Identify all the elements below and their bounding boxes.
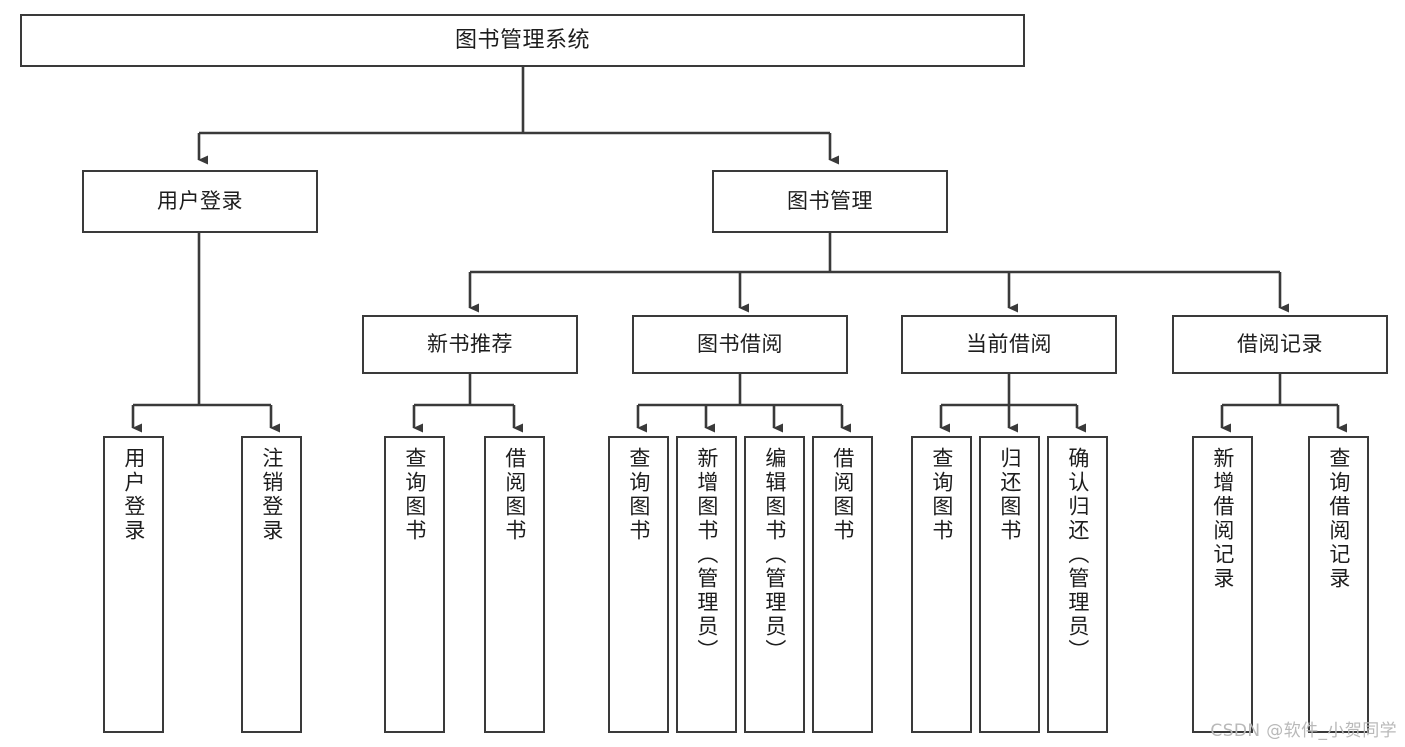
node-label: 查询图书 [929, 447, 954, 543]
node-label: 查询借阅记录 [1326, 447, 1351, 591]
leaf-recommend-query-book[interactable]: 查询图书 [384, 436, 445, 733]
node-label: 注销登录 [259, 447, 284, 543]
node-root-book-management-system[interactable]: 图书管理系统 [20, 14, 1025, 67]
node-label: 图书管理系统 [454, 27, 590, 53]
leaf-user-login-login[interactable]: 用户登录 [103, 436, 164, 733]
node-label: 图书借阅 [697, 332, 783, 357]
node-label: 归还图书 [997, 447, 1022, 543]
node-label: 新增借阅记录 [1210, 447, 1235, 591]
node-label: 图书管理 [787, 189, 873, 214]
node-label: 当前借阅 [966, 332, 1052, 357]
node-label: 借阅图书 [830, 447, 855, 543]
leaf-borrow-borrow-book[interactable]: 借阅图书 [812, 436, 873, 733]
csdn-watermark: CSDN @软件_小贺同学 [1210, 721, 1397, 741]
leaf-record-add-record[interactable]: 新增借阅记录 [1192, 436, 1253, 733]
node-label: 确认归还（管理员） [1065, 447, 1090, 663]
node-book-borrow[interactable]: 图书借阅 [632, 315, 848, 374]
node-label: 新增图书（管理员） [694, 447, 719, 663]
node-label: 借阅记录 [1237, 332, 1323, 357]
leaf-borrow-query-book[interactable]: 查询图书 [608, 436, 669, 733]
node-user-login[interactable]: 用户登录 [82, 170, 318, 233]
node-current-borrow[interactable]: 当前借阅 [901, 315, 1117, 374]
leaf-current-confirm-return-admin[interactable]: 确认归还（管理员） [1047, 436, 1108, 733]
leaf-current-return-book[interactable]: 归还图书 [979, 436, 1040, 733]
leaf-record-query-record[interactable]: 查询借阅记录 [1308, 436, 1369, 733]
node-label: 查询图书 [402, 447, 427, 543]
node-label: 新书推荐 [427, 332, 513, 357]
node-label: 编辑图书（管理员） [762, 447, 787, 663]
leaf-user-login-logout[interactable]: 注销登录 [241, 436, 302, 733]
leaf-borrow-add-book-admin[interactable]: 新增图书（管理员） [676, 436, 737, 733]
node-new-book-recommend[interactable]: 新书推荐 [362, 315, 578, 374]
node-borrow-record[interactable]: 借阅记录 [1172, 315, 1388, 374]
node-label: 查询图书 [626, 447, 651, 543]
node-label: 用户登录 [121, 447, 146, 543]
node-book-management[interactable]: 图书管理 [712, 170, 948, 233]
node-label: 借阅图书 [502, 447, 527, 543]
leaf-borrow-edit-book-admin[interactable]: 编辑图书（管理员） [744, 436, 805, 733]
leaf-current-query-book[interactable]: 查询图书 [911, 436, 972, 733]
leaf-recommend-borrow-book[interactable]: 借阅图书 [484, 436, 545, 733]
node-label: 用户登录 [157, 189, 243, 214]
